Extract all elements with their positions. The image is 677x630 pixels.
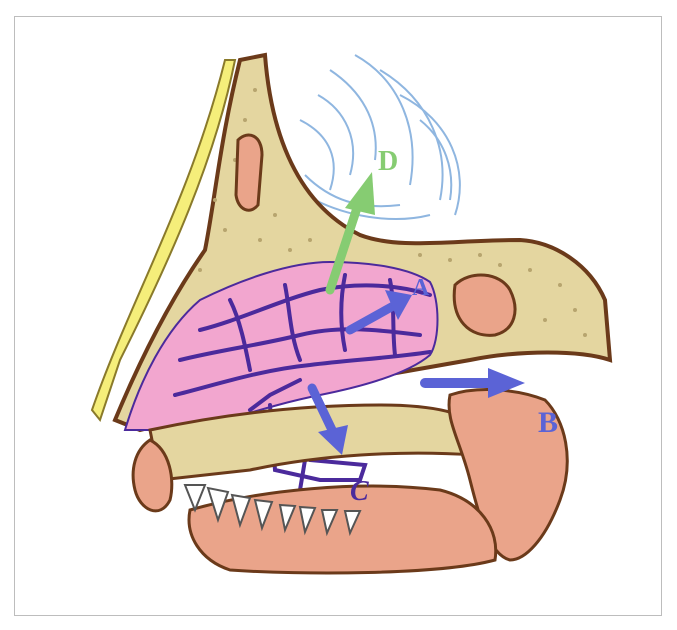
label-d: D: [378, 146, 398, 177]
frontal-sinus: [236, 135, 262, 210]
label-c: C: [350, 476, 369, 507]
brain-waves: [300, 55, 460, 219]
label-b: B: [538, 406, 558, 439]
label-a: A: [412, 275, 430, 301]
